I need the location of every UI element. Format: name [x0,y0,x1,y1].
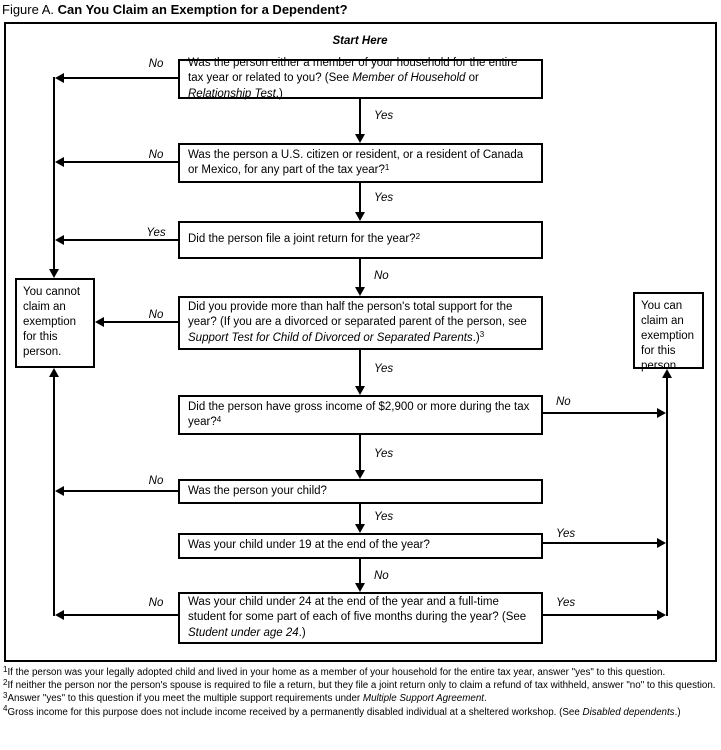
connector-line [102,321,178,323]
edge-label-no: No [148,309,164,321]
arrowhead-right-icon [657,610,666,620]
arrowhead-down-icon [355,386,365,395]
figure-heading: Can You Claim an Exemption for a Depende… [57,2,348,17]
question-text: Was the person either a member of your h… [188,56,518,100]
start-here-label: Start Here [332,35,388,47]
edge-label-no: No [148,149,164,161]
connector-line [53,376,55,616]
edge-label-yes: Yes [556,597,576,609]
connector-line [63,239,178,241]
arrowhead-down-icon [355,134,365,143]
arrowhead-left-icon [95,317,104,327]
connector-line [359,559,361,584]
question-text: Did the person file a joint return for t… [188,231,421,246]
question-box-member-household: Was the person either a member of your h… [178,57,543,100]
question-text: Was the person a U.S. citizen or residen… [188,148,524,177]
question-box-your-child: Was the person your child? [178,479,543,504]
question-box-under-24-student: Was your child under 24 at the end of th… [178,592,543,644]
footnote-1: 1If the person was your legally adopted … [3,664,666,678]
connector-line [359,435,361,471]
connector-line [63,77,178,79]
arrowhead-down-icon [355,583,365,592]
edge-label-yes: Yes [374,511,394,523]
connector-line [359,183,361,213]
arrowhead-left-icon [55,73,64,83]
question-text: Was your child under 24 at the end of th… [188,595,527,639]
edge-label-no: No [374,270,389,282]
question-text: Did the person have gross income of $2,9… [188,400,530,429]
edge-label-no: No [148,58,164,70]
arrowhead-left-icon [55,610,64,620]
arrowhead-right-icon [657,408,666,418]
footnote-4: 4Gross income for this purpose does not … [3,704,681,718]
edge-label-no: No [148,475,164,487]
connector-line [666,377,668,616]
edge-label-yes: Yes [374,448,394,460]
connector-line [359,259,361,288]
question-text: Did you provide more than half the perso… [188,300,527,344]
connector-line [359,504,361,525]
arrowhead-down-icon [355,287,365,296]
connector-line [63,161,178,163]
question-box-under-19: Was your child under 19 at the end of th… [178,533,543,559]
connector-line [543,614,658,616]
arrowhead-down-icon [355,524,365,533]
arrowhead-left-icon [55,486,64,496]
connector-line [359,350,361,387]
outcome-text: You can claim an exemption for this pers… [641,300,695,372]
edge-label-no: No [148,597,164,609]
arrowhead-right-icon [657,538,666,548]
question-box-gross-income: Did the person have gross income of $2,9… [178,395,543,435]
question-box-joint-return: Did the person file a joint return for t… [178,221,543,259]
connector-line [63,490,178,492]
edge-label-no: No [374,570,389,582]
footnote-3: 3Answer "yes" to this question if you me… [3,690,487,705]
arrowhead-down-icon [355,212,365,221]
edge-label-yes: Yes [374,192,394,204]
connector-line [543,412,658,414]
edge-label-yes: Yes [374,363,394,375]
connector-line [359,99,361,135]
question-box-citizen-resident: Was the person a U.S. citizen or residen… [178,143,543,183]
connector-line [543,542,658,544]
question-text: Was the person your child? [188,484,327,497]
edge-label-yes: Yes [374,110,394,122]
flowchart-frame [4,22,717,662]
footnote-2: 2If neither the person nor the person's … [3,677,716,692]
edge-label-yes: Yes [556,528,576,540]
question-box-half-support: Did you provide more than half the perso… [178,296,543,350]
edge-label-no: No [556,396,571,408]
outcome-box-can-claim: You can claim an exemption for this pers… [633,292,704,372]
arrowhead-up-icon [49,368,59,377]
arrowhead-down-icon [355,470,365,479]
footnotes: 1If the person was your legally adopted … [3,664,717,719]
arrowhead-left-icon [55,235,64,245]
arrowhead-down-icon [49,269,59,278]
figure-label: Figure A. [2,2,55,17]
arrowhead-left-icon [55,157,64,167]
outcome-text: You cannot claim an exemption for this p… [23,286,81,358]
arrowhead-up-icon [662,369,672,378]
connector-line [53,77,55,270]
edge-label-yes: Yes [146,227,166,239]
outcome-box-cannot-claim: You cannot claim an exemption for this p… [15,278,95,368]
connector-line [63,614,178,616]
question-text: Was your child under 19 at the end of th… [188,539,430,552]
figure-title: Figure A. Can You Claim an Exemption for… [2,2,348,17]
